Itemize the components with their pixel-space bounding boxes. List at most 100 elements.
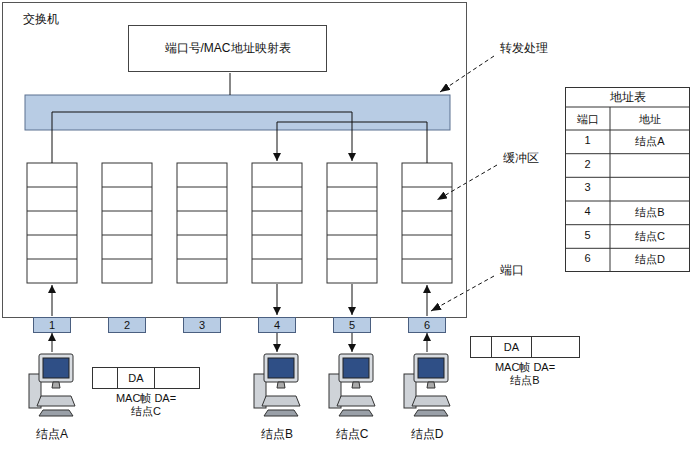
table-cell: 结点D — [635, 252, 665, 267]
table-header: 地址 — [639, 112, 661, 127]
buffer-column — [252, 163, 302, 283]
table-cell: 1 — [584, 134, 590, 146]
forward-path — [277, 122, 427, 163]
port-number: 4 — [274, 319, 280, 331]
computer-node: 结点A — [22, 352, 82, 447]
port-box: 5 — [333, 317, 371, 333]
buffer-slot — [177, 259, 227, 260]
frame-field-label: DA — [504, 341, 519, 353]
buffer-slot — [27, 187, 77, 188]
table-cell: 结点A — [635, 134, 664, 149]
table-cell: 4 — [584, 205, 590, 217]
callout-label: 缓冲区 — [503, 150, 539, 167]
port-number: 6 — [424, 319, 430, 331]
buffer-slot — [102, 259, 152, 260]
table-grid — [565, 107, 690, 272]
port-box: 3 — [183, 317, 221, 333]
frame-caption: MAC帧 DA=结点B — [487, 361, 563, 387]
port-flow — [352, 284, 353, 315]
computer-node: 结点C — [322, 352, 382, 447]
port-number: 1 — [49, 319, 55, 331]
callout-label: 转发处理 — [500, 40, 548, 57]
buffer-slot — [102, 187, 152, 188]
buffer-slot — [402, 235, 452, 236]
buffer-column — [327, 163, 377, 283]
link-line — [352, 333, 353, 352]
buffer-slot — [327, 259, 377, 260]
node-label: 结点D — [397, 426, 457, 443]
frame-field — [531, 337, 581, 357]
buffer-slot — [177, 187, 227, 188]
buffer-slot — [102, 235, 152, 236]
buffer-slot — [252, 187, 302, 188]
port-flow — [277, 284, 278, 315]
buffer-slot — [327, 235, 377, 236]
buffer-slot — [252, 235, 302, 236]
port-box: 1 — [33, 317, 71, 333]
forward-path — [52, 112, 352, 163]
link-line — [277, 333, 278, 352]
port-number: 2 — [124, 319, 130, 331]
link-line — [427, 333, 428, 352]
buffer-column — [102, 163, 152, 283]
port-box: 4 — [258, 317, 296, 333]
buffer-slot — [27, 211, 77, 212]
computer-icon — [27, 352, 77, 418]
buffer-slot — [177, 235, 227, 236]
port-box: 6 — [408, 317, 446, 333]
table-cell: 3 — [584, 181, 590, 193]
buffer-slot — [402, 259, 452, 260]
buffer-slot — [252, 259, 302, 260]
frame-box: DA — [92, 367, 200, 389]
computer-node: 结点B — [247, 352, 307, 447]
node-label: 结点C — [322, 426, 382, 443]
node-label: 结点B — [247, 426, 307, 443]
frame-caption: MAC帧 DA=结点C — [108, 392, 184, 418]
port-flow — [52, 285, 53, 316]
table-title: 端口号/MAC地址映射表 — [165, 40, 291, 57]
buffer-slot — [102, 211, 152, 212]
buffer-slot — [402, 211, 452, 212]
callout-leader — [431, 276, 494, 311]
buffer-slot — [402, 187, 452, 188]
frame-field — [471, 337, 491, 357]
computer-icon — [252, 352, 302, 418]
callout-label: 端口 — [500, 262, 524, 279]
computer-icon — [327, 352, 377, 418]
table-cell: 6 — [584, 252, 590, 264]
callout-leader — [437, 165, 497, 200]
buffer-column — [177, 163, 227, 283]
frame-field-label: DA — [128, 372, 143, 384]
buffer-slot — [327, 211, 377, 212]
port-number: 3 — [199, 319, 205, 331]
table-cell: 5 — [584, 229, 590, 241]
mac-frame: DA MAC帧 DA=结点C — [92, 367, 200, 423]
table-cell: 结点B — [635, 205, 664, 220]
switch-title: 交换机 — [23, 11, 59, 28]
buffer-column — [402, 163, 452, 283]
buffer-slot — [177, 211, 227, 212]
computer-node: 结点D — [397, 352, 457, 447]
mac-frame: DA MAC帧 DA=结点B — [470, 336, 580, 392]
buffer-slot — [327, 187, 377, 188]
port-number: 5 — [349, 319, 355, 331]
frame-field — [93, 368, 117, 388]
table-caption: 地址表 — [566, 88, 689, 107]
buffer-slot — [252, 211, 302, 212]
port-box: 2 — [108, 317, 146, 333]
table-link — [230, 73, 231, 95]
computer-icon — [402, 352, 452, 418]
callout-leader — [440, 56, 494, 92]
table-cell: 2 — [584, 158, 590, 170]
port-flow — [427, 285, 428, 316]
buffer-group — [27, 163, 452, 283]
node-label: 结点A — [22, 426, 82, 443]
frame-box: DA — [470, 336, 580, 358]
table-cell: 结点C — [635, 229, 665, 244]
frame-field: DA — [117, 368, 154, 388]
buffer-slot — [27, 235, 77, 236]
frame-field: DA — [491, 337, 531, 357]
mapping-table-box: 端口号/MAC地址映射表 — [128, 25, 327, 72]
buffer-column — [27, 163, 77, 283]
switch-box: 交换机端口号/MAC地址映射表123456 — [2, 2, 467, 318]
